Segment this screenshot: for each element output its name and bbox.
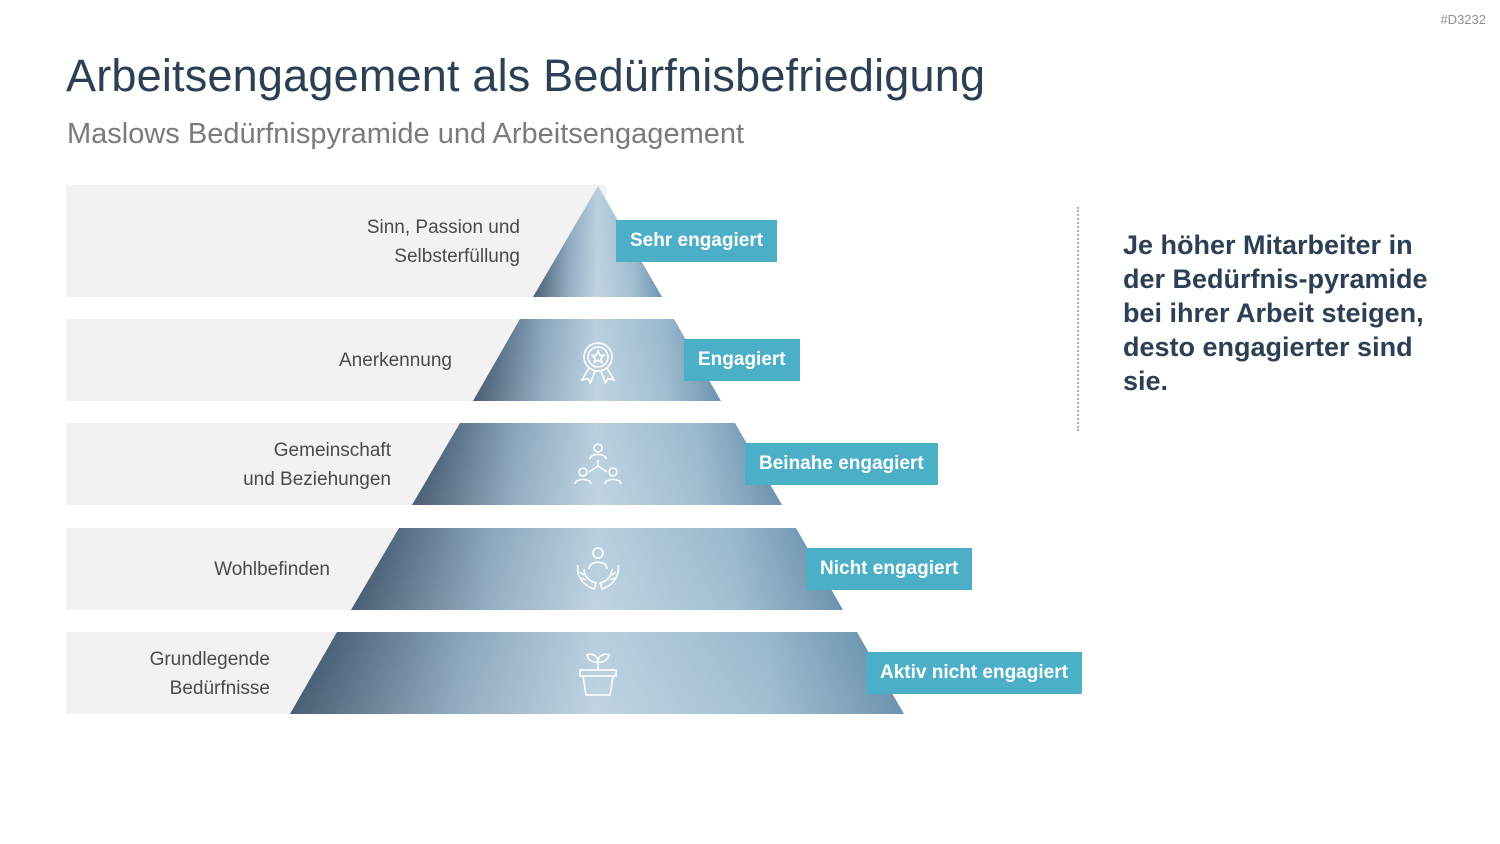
tag-engaged: Engagiert	[684, 339, 800, 381]
tag-very-engaged: Sehr engagiert	[616, 220, 777, 262]
award-badge-icon	[576, 339, 620, 385]
tag-actively-disengaged: Aktiv nicht engagiert	[866, 652, 1082, 694]
dotted-divider	[1077, 207, 1079, 431]
plant-pot-icon	[576, 650, 620, 698]
tag-not-engaged: Nicht engagiert	[806, 548, 972, 590]
key-statement: Je höher Mitarbeiter in der Bedürfnis-py…	[1123, 228, 1443, 398]
person-in-hands-icon	[574, 545, 622, 593]
community-network-icon	[574, 441, 622, 489]
tag-almost-engaged: Beinahe engagiert	[745, 443, 938, 485]
